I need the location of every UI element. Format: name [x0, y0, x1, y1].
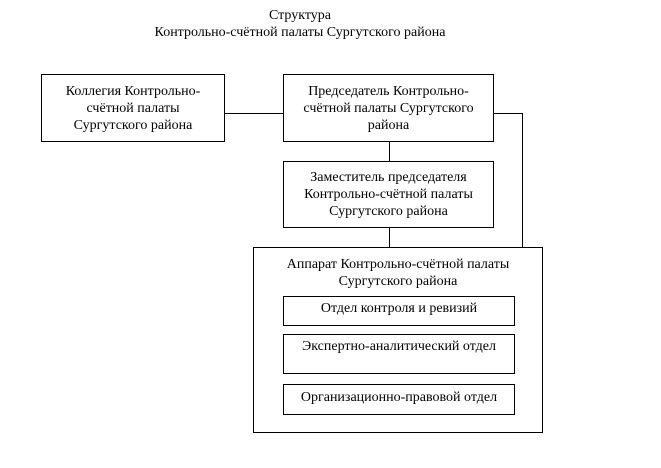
- collegium-label: Коллегия Контрольно-счётной палаты Сургу…: [65, 83, 201, 133]
- deputy-label: Заместитель председателя Контрольно-счёт…: [304, 170, 473, 219]
- diagram-title: Структура: [268, 8, 332, 23]
- chairman-box: Председатель Контрольно-счётной палаты С…: [283, 74, 494, 142]
- apparatus-label: Аппарат Контрольно-счётной палаты Сургут…: [286, 257, 510, 289]
- collegium-box: Коллегия Контрольно-счётной палаты Сургу…: [41, 74, 225, 142]
- department-box: Отдел контроля и ревизий: [283, 296, 515, 326]
- diagram-subtitle: Контрольно-счётной палаты Сургутского ра…: [154, 25, 446, 40]
- department-box: Организационно-правовой отдел: [283, 384, 515, 415]
- department-box: Экспертно-аналитический отдел: [283, 334, 515, 374]
- connector-chairman-apparatus: [522, 113, 523, 248]
- connector-chairman-deputy: [389, 142, 390, 161]
- chairman-label: Председатель Контрольно-счётной палаты С…: [303, 83, 474, 133]
- connector-chairman-right: [494, 113, 523, 114]
- apparatus-box: Аппарат Контрольно-счётной палаты Сургут…: [253, 247, 543, 433]
- connector-collegium-chairman: [225, 113, 283, 114]
- connector-deputy-apparatus: [389, 228, 390, 248]
- deputy-box: Заместитель председателя Контрольно-счёт…: [283, 161, 494, 228]
